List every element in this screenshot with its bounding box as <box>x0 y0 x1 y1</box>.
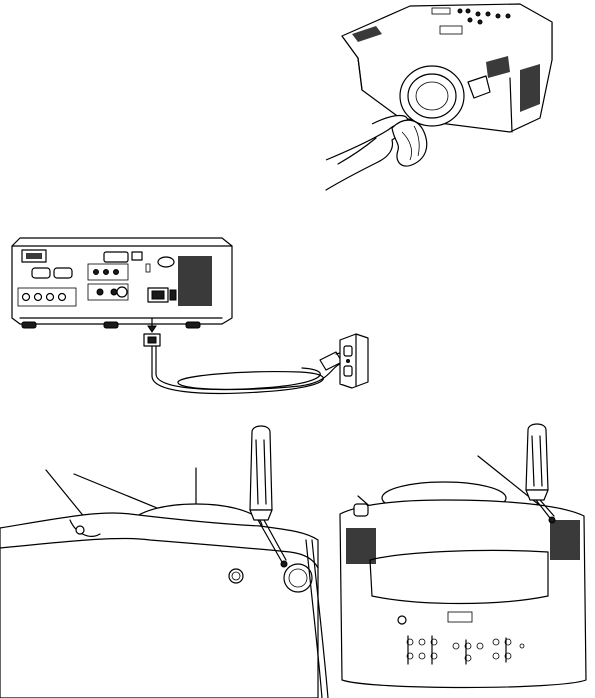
projector-bottom-closeup <box>0 504 328 698</box>
projector-bottom-full <box>340 482 586 688</box>
lamp-door-screws-figure <box>0 424 586 698</box>
cloth-icon <box>392 120 427 166</box>
screw-icon <box>284 564 312 592</box>
power-cord-connection-figure <box>12 238 368 393</box>
lens-cleaning-figure <box>326 4 552 190</box>
projector-icon <box>342 4 552 132</box>
wall-outlet-icon <box>340 334 368 388</box>
power-cord-icon <box>144 318 346 393</box>
projector-rear-panel <box>12 238 232 328</box>
